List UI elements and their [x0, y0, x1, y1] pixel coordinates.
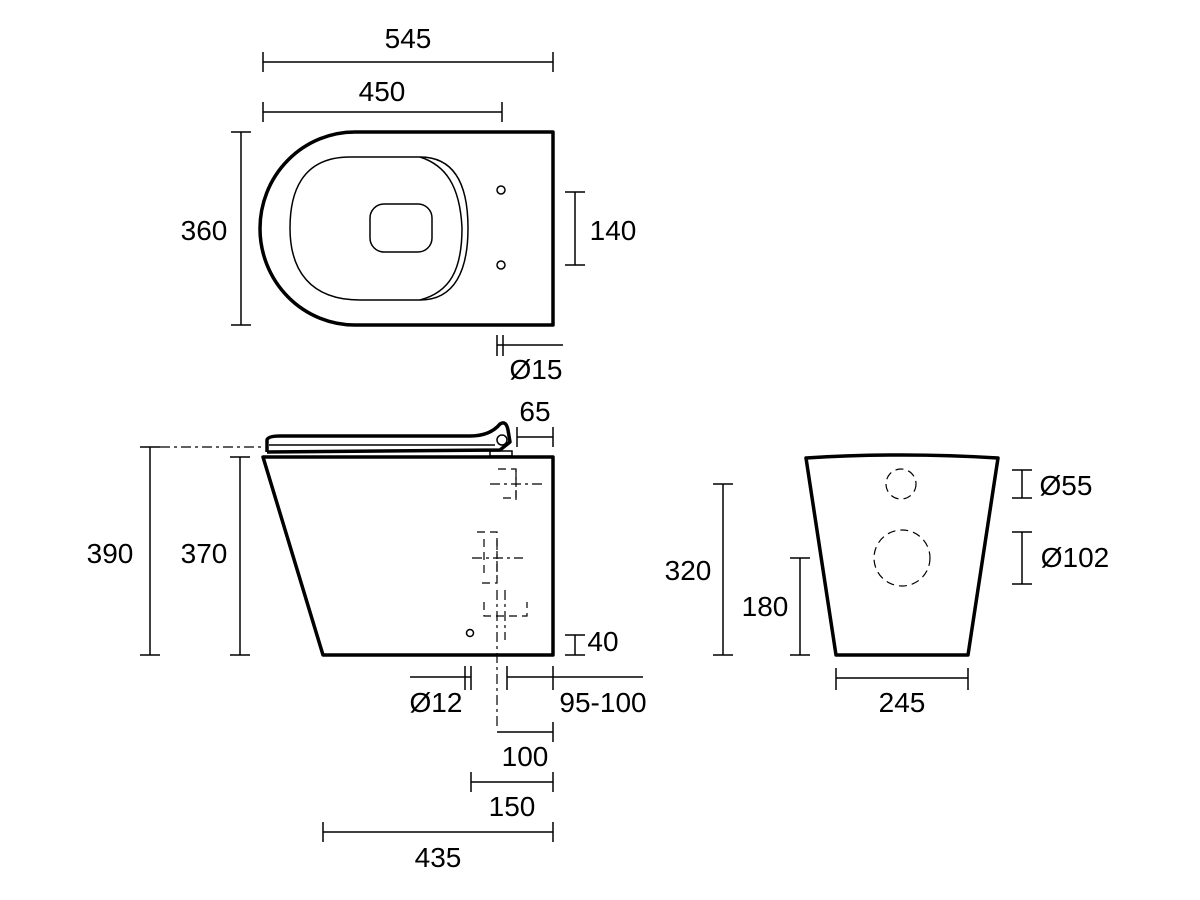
- side-body: [261, 455, 555, 657]
- top-view: 545 450 360 140 Ø15: [181, 23, 637, 385]
- dim-545: 545: [385, 23, 432, 54]
- dim-95-100: 95-100: [559, 687, 646, 718]
- fixing-hole: [496, 185, 506, 195]
- top-outline: [258, 130, 555, 327]
- dim-65: 65: [519, 396, 550, 427]
- seat-outline: [265, 421, 512, 454]
- front-view: 320 180 245 Ø55 Ø102: [665, 453, 1110, 718]
- dim-320: 320: [665, 555, 712, 586]
- dim-370: 370: [181, 538, 228, 569]
- dim-102: Ø102: [1041, 542, 1110, 573]
- dim-245: 245: [879, 687, 926, 718]
- inlet-circle: [885, 468, 917, 500]
- dim-180: 180: [742, 591, 789, 622]
- fixing-hole: [496, 260, 506, 270]
- dim-360: 360: [181, 215, 228, 246]
- bowl-opening: [369, 203, 433, 253]
- side-view: 390 370 65 40 Ø12 95-100 100 150 435: [87, 396, 647, 873]
- dim-150: 150: [489, 791, 536, 822]
- dim-140: 140: [590, 215, 637, 246]
- outlet-circle: [873, 529, 931, 587]
- dim-12: Ø12: [410, 687, 463, 718]
- front-outline: [804, 453, 1000, 657]
- dim-450: 450: [359, 76, 406, 107]
- dim-40: 40: [587, 626, 618, 657]
- bowl-outline: [289, 156, 469, 301]
- dim-390: 390: [87, 538, 134, 569]
- hinge: [496, 434, 508, 446]
- dim-15: Ø15: [510, 354, 563, 385]
- dim-100: 100: [502, 741, 549, 772]
- dim-55: Ø55: [1040, 470, 1093, 501]
- dim-435: 435: [415, 842, 462, 873]
